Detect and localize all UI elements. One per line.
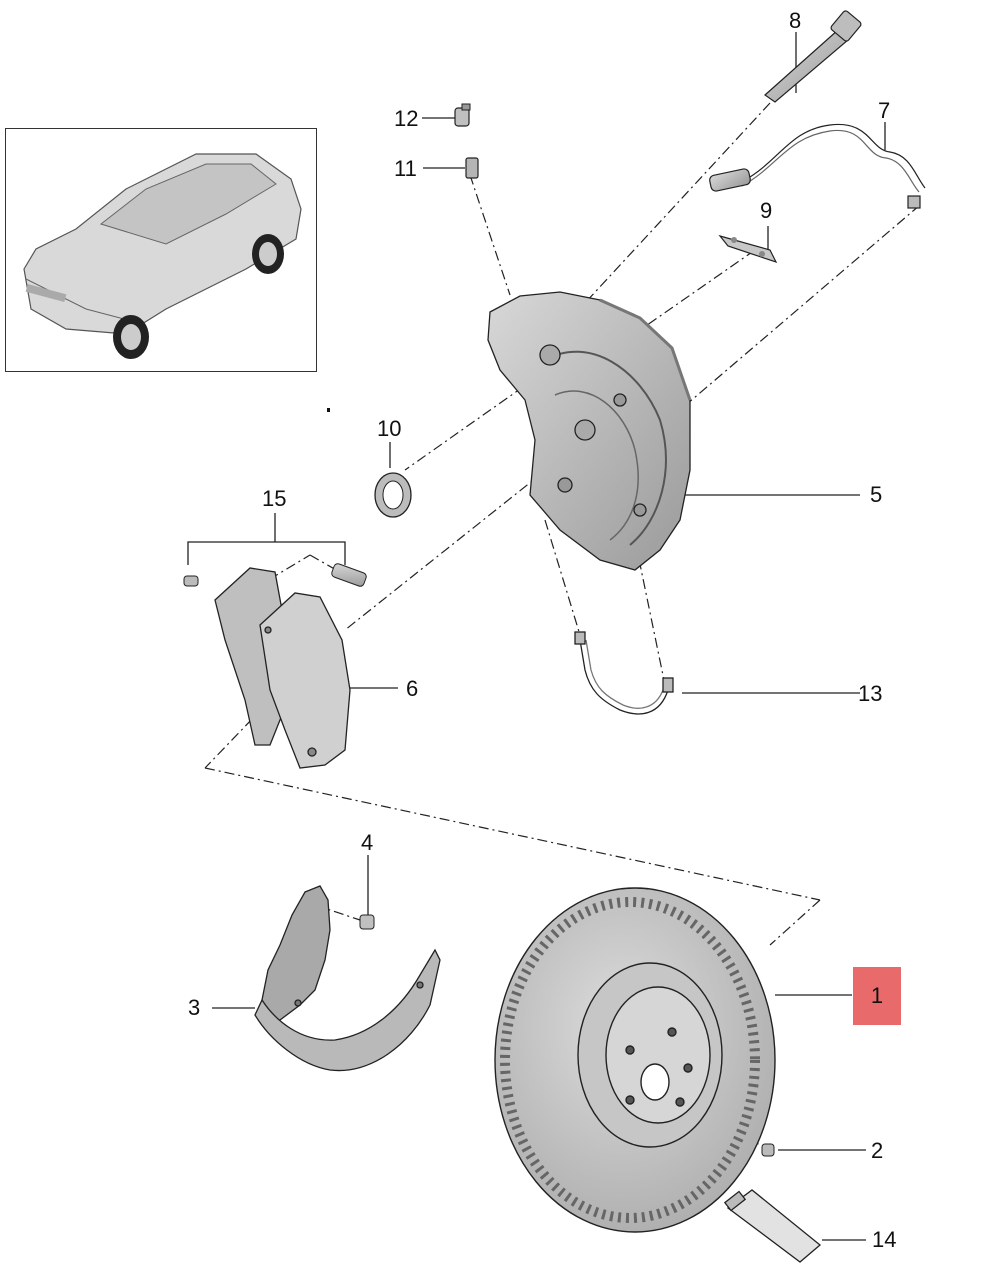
- dust-shield-part: [254, 885, 441, 1072]
- callout-12: 12: [394, 106, 419, 131]
- callout-8: 8: [789, 8, 802, 33]
- vehicle-thumbnail: [5, 128, 317, 372]
- callout-15: 15: [262, 486, 287, 511]
- callout-11: 11: [394, 156, 417, 181]
- pad-pin-part: [183, 563, 367, 587]
- callout-3: 3: [188, 995, 201, 1020]
- callout-1-highlighted[interactable]: 1: [853, 967, 901, 1025]
- brake-line-part: [574, 631, 674, 715]
- grease-tube-part: [723, 1189, 822, 1263]
- brake-caliper-part: [487, 291, 692, 571]
- brake-pads-part: [214, 567, 351, 769]
- callout-9: 9: [760, 198, 773, 223]
- brake-disc-part: [494, 887, 776, 1233]
- bleeder-screw-part: [465, 157, 479, 179]
- callout-4: 4: [361, 830, 374, 855]
- callout-5: 5: [870, 482, 883, 507]
- seal-ring-part: [374, 472, 412, 518]
- callout-6: 6: [406, 676, 419, 701]
- leader-lines: [187, 32, 886, 1241]
- dot-mark: [327, 408, 330, 412]
- callout-10: 10: [377, 416, 402, 441]
- spring-clip-part: [718, 234, 778, 264]
- bolt-part: [764, 10, 862, 103]
- callout-13: 13: [858, 681, 883, 706]
- car-illustration: [23, 153, 302, 359]
- callout-14: 14: [872, 1227, 897, 1252]
- disc-screw-part: [761, 1143, 775, 1157]
- bleeder-cap-part: [454, 103, 471, 127]
- callout-7: 7: [878, 98, 891, 123]
- wear-sensor-part: [709, 123, 926, 209]
- callout-2: 2: [871, 1138, 884, 1163]
- shield-screw-part: [359, 914, 375, 930]
